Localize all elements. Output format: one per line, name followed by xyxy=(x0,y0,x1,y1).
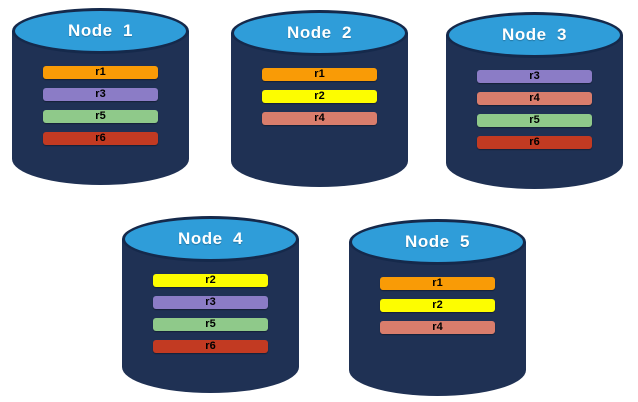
cylinder-top: Node 2 xyxy=(231,10,408,56)
cylinder-body xyxy=(349,242,526,396)
replica-bar-r4: r4 xyxy=(262,112,377,125)
database-node-2: Node 2 r1 r2 r4 xyxy=(231,10,408,187)
replica-bar-r6: r6 xyxy=(43,132,158,145)
replica-bar-r3: r3 xyxy=(153,296,268,309)
cylinder-body xyxy=(12,31,189,185)
node-label: Node 2 xyxy=(287,23,352,42)
database-node-5: Node 5 r1 r2 r4 xyxy=(349,219,526,396)
node-label: Node 1 xyxy=(68,21,133,40)
replica-bar-r1: r1 xyxy=(262,68,377,81)
replica-bar-r2: r2 xyxy=(153,274,268,287)
replica-bar-r3: r3 xyxy=(43,88,158,101)
replica-bar-r6: r6 xyxy=(477,136,592,149)
replica-bar-r6: r6 xyxy=(153,340,268,353)
replica-bar-r4: r4 xyxy=(380,321,495,334)
node-label: Node 3 xyxy=(502,25,567,44)
database-node-1: Node 1 r1 r3 r5 r6 xyxy=(12,8,189,185)
replica-list: r3 r4 r5 r6 xyxy=(477,70,592,149)
replica-list: r2 r3 r5 r6 xyxy=(153,274,268,353)
replica-bar-r5: r5 xyxy=(43,110,158,123)
cylinder-top: Node 1 xyxy=(12,8,189,54)
replica-bar-r1: r1 xyxy=(380,277,495,290)
cylinder-top: Node 5 xyxy=(349,219,526,265)
replica-bar-r2: r2 xyxy=(262,90,377,103)
cylinder-body xyxy=(231,33,408,187)
replica-bar-r5: r5 xyxy=(477,114,592,127)
replica-bar-r4: r4 xyxy=(477,92,592,105)
database-node-3: Node 3 r3 r4 r5 r6 xyxy=(446,12,623,189)
replica-list: r1 r2 r4 xyxy=(262,68,377,125)
replica-bar-r3: r3 xyxy=(477,70,592,83)
replica-list: r1 r3 r5 r6 xyxy=(43,66,158,145)
replica-bar-r1: r1 xyxy=(43,66,158,79)
node-label: Node 4 xyxy=(178,229,243,248)
database-node-4: Node 4 r2 r3 r5 r6 xyxy=(122,216,299,393)
replica-bar-r5: r5 xyxy=(153,318,268,331)
cylinder-top: Node 4 xyxy=(122,216,299,262)
replica-bar-r2: r2 xyxy=(380,299,495,312)
cylinder-top: Node 3 xyxy=(446,12,623,58)
replica-list: r1 r2 r4 xyxy=(380,277,495,334)
cylinder-body xyxy=(446,35,623,189)
node-label: Node 5 xyxy=(405,232,470,251)
cylinder-body xyxy=(122,239,299,393)
